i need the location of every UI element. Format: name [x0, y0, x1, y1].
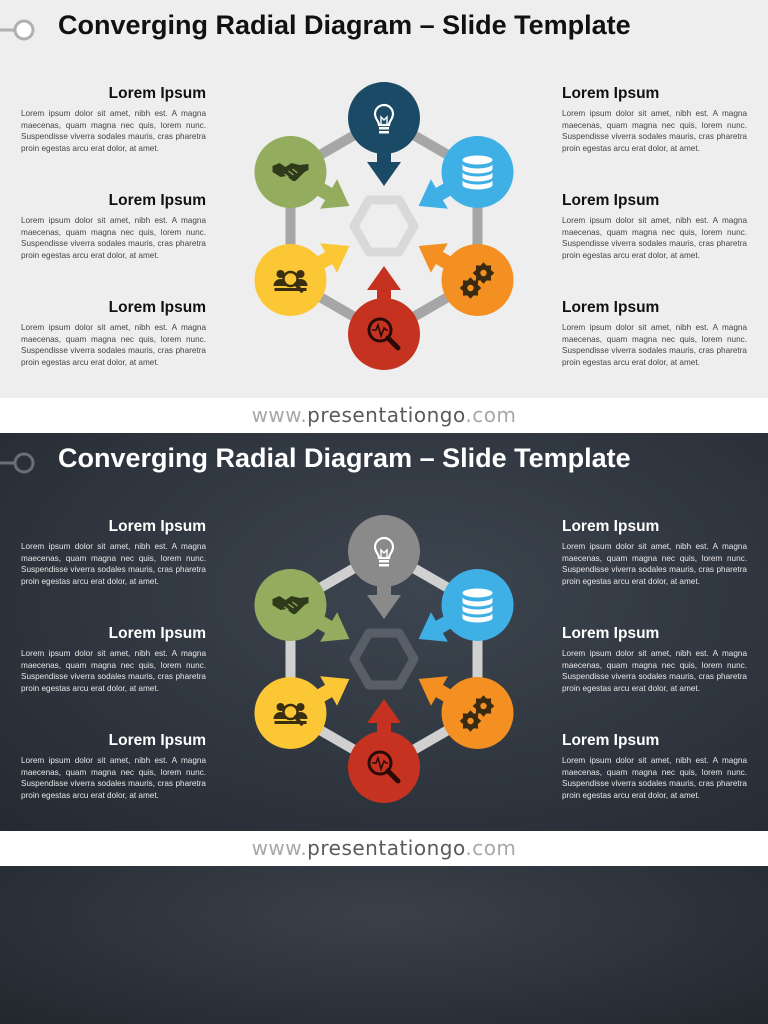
radial-diagram: [254, 515, 514, 803]
empty-background: [0, 866, 768, 1024]
block-heading: Lorem Ipsum: [108, 192, 206, 209]
slide-title: Converging Radial Diagram – Slide Templa…: [58, 443, 631, 473]
gears-icon: [459, 695, 495, 732]
block-heading: Lorem Ipsum: [562, 299, 660, 316]
block-body: Lorem ipsum dolor sit amet, nibh est. A …: [21, 756, 206, 800]
text-block-left-1: Lorem Ipsum Lorem ipsum dolor sit amet, …: [21, 517, 206, 587]
node-top: [348, 515, 420, 587]
people-search-icon: [273, 270, 308, 293]
text-block-left-2: Lorem Ipsum Lorem ipsum dolor sit amet, …: [21, 191, 206, 261]
gears-icon: [459, 262, 495, 299]
block-heading: Lorem Ipsum: [562, 732, 660, 749]
database-icon: [462, 155, 493, 190]
text-block-left-3: Lorem Ipsum Lorem ipsum dolor sit amet, …: [21, 298, 206, 368]
block-body: Lorem ipsum dolor sit amet, nibh est. A …: [562, 649, 747, 693]
arrow-bottom: [367, 266, 401, 306]
text-block-right-3: Lorem Ipsum Lorem ipsum dolor sit amet, …: [562, 731, 747, 801]
footer-brand-name: presentationgo: [307, 836, 466, 860]
title-pin-icon: [0, 452, 35, 474]
block-heading: Lorem Ipsum: [562, 192, 660, 209]
text-block-left-3: Lorem Ipsum Lorem ipsum dolor sit amet, …: [21, 731, 206, 801]
text-block-right-1: Lorem Ipsum Lorem ipsum dolor sit amet, …: [562, 517, 747, 587]
block-body: Lorem ipsum dolor sit amet, nibh est. A …: [562, 756, 747, 800]
node-bottom: [348, 298, 420, 370]
database-icon: [462, 588, 493, 623]
block-body: Lorem ipsum dolor sit amet, nibh est. A …: [21, 323, 206, 367]
block-body: Lorem ipsum dolor sit amet, nibh est. A …: [562, 216, 747, 260]
arrow-top: [367, 146, 401, 186]
handshake-icon: [272, 596, 309, 615]
lightbulb-icon: [373, 103, 395, 134]
magnifier-chart-icon: [367, 750, 401, 784]
text-block-right-2: Lorem Ipsum Lorem ipsum dolor sit amet, …: [562, 191, 747, 261]
text-block-right-2: Lorem Ipsum Lorem ipsum dolor sit amet, …: [562, 624, 747, 694]
text-block-left-2: Lorem Ipsum Lorem ipsum dolor sit amet, …: [21, 624, 206, 694]
slide-title: Converging Radial Diagram – Slide Templa…: [58, 10, 631, 40]
magnifier-chart-icon: [367, 317, 401, 351]
text-block-left-1: Lorem Ipsum Lorem ipsum dolor sit amet, …: [21, 84, 206, 154]
people-search-icon: [273, 703, 308, 726]
block-heading: Lorem Ipsum: [108, 732, 206, 749]
block-body: Lorem ipsum dolor sit amet, nibh est. A …: [562, 542, 747, 586]
slide-light: Converging Radial Diagram – Slide Templa…: [0, 0, 768, 398]
handshake-icon: [272, 163, 309, 182]
lightbulb-icon: [373, 536, 395, 567]
footer-prefix: www.: [251, 836, 308, 860]
block-heading: Lorem Ipsum: [562, 625, 660, 642]
text-block-right-1: Lorem Ipsum Lorem ipsum dolor sit amet, …: [562, 84, 747, 154]
block-body: Lorem ipsum dolor sit amet, nibh est. A …: [21, 542, 206, 586]
block-body: Lorem ipsum dolor sit amet, nibh est. A …: [21, 216, 206, 260]
block-heading: Lorem Ipsum: [562, 518, 660, 535]
center-hub: [349, 628, 419, 690]
node-top: [348, 82, 420, 154]
slide-dark: Converging Radial Diagram – Slide Templa…: [0, 433, 768, 831]
block-body: Lorem ipsum dolor sit amet, nibh est. A …: [21, 649, 206, 693]
node-bottom: [348, 731, 420, 803]
block-body: Lorem ipsum dolor sit amet, nibh est. A …: [562, 109, 747, 153]
arrow-top: [367, 579, 401, 619]
footer-prefix: www.: [251, 403, 308, 427]
footer-suffix: .com: [465, 403, 517, 427]
block-heading: Lorem Ipsum: [562, 85, 660, 102]
text-block-right-3: Lorem Ipsum Lorem ipsum dolor sit amet, …: [562, 298, 747, 368]
footer-brand: www.presentationgo.com: [0, 398, 768, 433]
block-heading: Lorem Ipsum: [108, 85, 206, 102]
block-heading: Lorem Ipsum: [108, 299, 206, 316]
block-heading: Lorem Ipsum: [108, 518, 206, 535]
block-body: Lorem ipsum dolor sit amet, nibh est. A …: [21, 109, 206, 153]
footer-brand-name: presentationgo: [307, 403, 466, 427]
radial-diagram: [254, 82, 514, 370]
title-pin-icon: [0, 19, 35, 41]
block-body: Lorem ipsum dolor sit amet, nibh est. A …: [562, 323, 747, 367]
block-heading: Lorem Ipsum: [108, 625, 206, 642]
footer-suffix: .com: [465, 836, 517, 860]
center-hub: [349, 195, 419, 257]
arrow-bottom: [367, 699, 401, 739]
footer-brand: www.presentationgo.com: [0, 831, 768, 866]
